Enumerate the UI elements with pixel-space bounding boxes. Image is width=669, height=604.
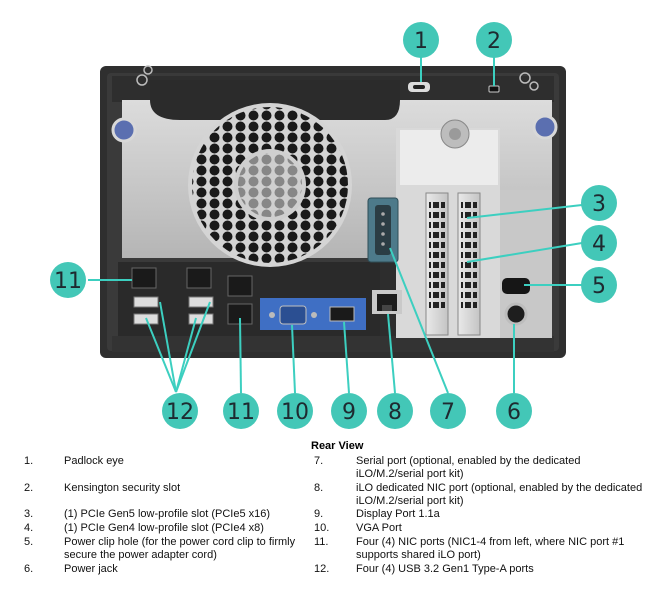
ilo-nic-port-icon[interactable] <box>372 290 402 314</box>
callout-5: 5 <box>581 267 617 303</box>
legend-text: Four (4) NIC ports (NIC1-4 from left, wh… <box>356 536 625 561</box>
svg-text:3: 3 <box>592 192 606 217</box>
callout-10: 10 <box>277 393 313 429</box>
serial-port-icon[interactable] <box>367 197 399 263</box>
nic-ports <box>131 267 253 325</box>
legend-text: iLO dedicated NIC port (optional, enable… <box>356 482 643 507</box>
rj45-port-icon[interactable] <box>186 267 212 289</box>
power-clip-icon[interactable] <box>502 278 530 294</box>
callout-12: 12 <box>162 393 198 429</box>
usb-port-icon[interactable] <box>133 296 159 308</box>
legend-num: 4. <box>24 522 34 534</box>
svg-text:10: 10 <box>281 400 309 425</box>
callouts: 1 2 3 4 5 6 7 8 9 10 11 12 11 <box>50 22 617 429</box>
callout-11-bottom: 11 <box>223 393 259 429</box>
power-jack-icon[interactable] <box>504 302 528 326</box>
callout-2: 2 <box>476 22 512 58</box>
vga-port-icon[interactable] <box>269 305 317 325</box>
pcie-slot-2[interactable] <box>457 192 481 336</box>
callout-6: 6 <box>496 393 532 429</box>
legend-left: 1. Padlock eye 2. Kensington security sl… <box>24 455 314 600</box>
legend-text: (1) PCIe Gen5 low-profile slot (PCIe5 x1… <box>64 508 271 520</box>
legend-num: 3. <box>24 508 34 520</box>
legend-num: 1. <box>24 455 34 467</box>
legend-text: Serial port (optional, enabled by the de… <box>356 455 581 480</box>
callout-8: 8 <box>377 393 413 429</box>
thumbscrew-icon[interactable] <box>532 114 558 140</box>
svg-text:8: 8 <box>388 400 402 425</box>
svg-text:9: 9 <box>342 400 356 425</box>
legend-num: 9. <box>314 508 324 520</box>
svg-text:7: 7 <box>441 400 455 425</box>
pcie-slot-1[interactable] <box>425 192 449 336</box>
callout-4: 4 <box>581 225 617 261</box>
legend-text: Display Port 1.1a <box>356 508 440 520</box>
callout-1: 1 <box>403 22 439 58</box>
svg-text:11: 11 <box>227 400 255 425</box>
legend-text: Power clip hole (for the power cord clip… <box>64 536 296 561</box>
rj45-port-icon[interactable] <box>227 275 253 297</box>
usb-port-icon[interactable] <box>188 296 214 308</box>
legend-num: 7. <box>314 455 324 467</box>
svg-text:4: 4 <box>592 232 606 257</box>
legend-num: 6. <box>24 563 34 575</box>
legend-text: Power jack <box>64 563 118 575</box>
callout-7: 7 <box>430 393 466 429</box>
svg-text:5: 5 <box>592 274 606 299</box>
callout-9: 9 <box>331 393 367 429</box>
padlock-eye-icon[interactable] <box>408 82 430 92</box>
legend-num: 10. <box>314 522 330 534</box>
legend-text: Padlock eye <box>64 455 124 467</box>
legend-text: (1) PCIe Gen4 low-profile slot (PCIe4 x8… <box>64 522 264 534</box>
thumbscrew-icon[interactable] <box>111 117 137 143</box>
svg-text:2: 2 <box>487 29 501 54</box>
legend-num: 8. <box>314 482 324 494</box>
svg-text:1: 1 <box>414 29 428 54</box>
kensington-slot-icon[interactable] <box>488 85 500 93</box>
legend-text: Four (4) USB 3.2 Gen1 Type-A ports <box>356 563 534 575</box>
display-port-icon[interactable] <box>329 306 355 322</box>
legend-text: VGA Port <box>356 522 402 534</box>
svg-text:11: 11 <box>54 269 82 294</box>
svg-text:12: 12 <box>166 400 194 425</box>
usb-port-icon[interactable] <box>188 313 214 325</box>
rj45-port-icon[interactable] <box>131 267 157 289</box>
legend-num: 5. <box>24 536 34 548</box>
legend-num: 12. <box>314 563 330 575</box>
callout-11-left: 11 <box>50 262 86 298</box>
legend-right: 7. Serial port (optional, enabled by the… <box>314 455 654 600</box>
svg-text:6: 6 <box>507 400 521 425</box>
caption: Rear View <box>311 440 364 452</box>
callout-lines <box>88 57 583 394</box>
fan-grille <box>188 103 352 267</box>
legend-num: 2. <box>24 482 34 494</box>
legend-text: Kensington security slot <box>64 482 181 494</box>
callout-3: 3 <box>581 185 617 221</box>
legend-num: 11. <box>314 536 329 548</box>
server-rear-diagram: 1 2 3 4 5 6 7 8 9 10 11 12 11 <box>50 22 617 429</box>
